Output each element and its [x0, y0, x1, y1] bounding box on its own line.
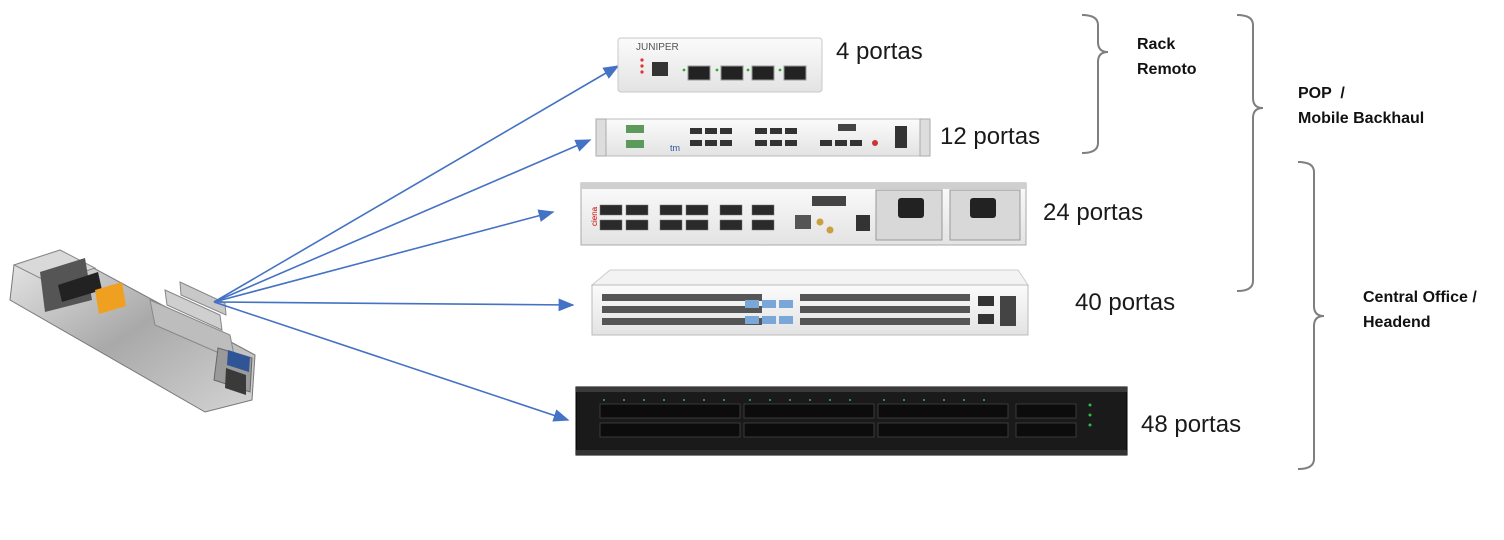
arrow-to-tm [213, 139, 592, 303]
group-label-pop-line1: POP / [1298, 85, 1345, 102]
group-label-rack-remoto-line1: Rack [1137, 36, 1176, 53]
arrow-to-juniper [213, 65, 620, 303]
connection-arrows [213, 65, 620, 422]
ports-label-ciena: 24 portas [1043, 199, 1144, 226]
white-switch-device-image [590, 269, 1029, 336]
juniper-device-image: JUNIPER [617, 37, 823, 93]
ciena-device-image: ciena [580, 182, 1027, 246]
group-label-pop-line2: Mobile Backhaul [1298, 110, 1425, 127]
ciena-logo: ciena [590, 206, 599, 226]
group-brackets [1081, 14, 1325, 470]
group-label-central-office-line2: Headend [1363, 314, 1431, 331]
ports-label-black-switch: 48 portas [1141, 411, 1242, 438]
group-label-rack-remoto-line2: Remoto [1137, 61, 1197, 78]
group-label-central-office-line1: Central Office / [1363, 289, 1477, 306]
group-label-central-office: Central Office / Headend [1363, 285, 1477, 335]
arrow-to-ciena [213, 209, 555, 303]
juniper-logo: JUNIPER [636, 42, 679, 53]
group-label-rack-remoto: Rack Remoto [1137, 32, 1197, 82]
ports-label-juniper: 4 portas [836, 38, 923, 65]
tm-logo: tm [670, 143, 680, 153]
bracket-rack-remoto [1081, 14, 1109, 154]
bracket-pop [1236, 14, 1264, 292]
arrow-to-black-switch [213, 301, 570, 422]
bracket-central-office [1297, 161, 1325, 470]
black-switch-device-image [575, 386, 1128, 456]
ports-label-tm: 12 portas [940, 123, 1041, 150]
ports-label-white-switch: 40 portas [1075, 289, 1176, 316]
arrow-to-white-switch [213, 298, 575, 312]
group-label-pop: POP / Mobile Backhaul [1298, 81, 1424, 131]
tm-device-image: tm [595, 118, 931, 157]
sfp-transceiver-icon [9, 249, 256, 413]
